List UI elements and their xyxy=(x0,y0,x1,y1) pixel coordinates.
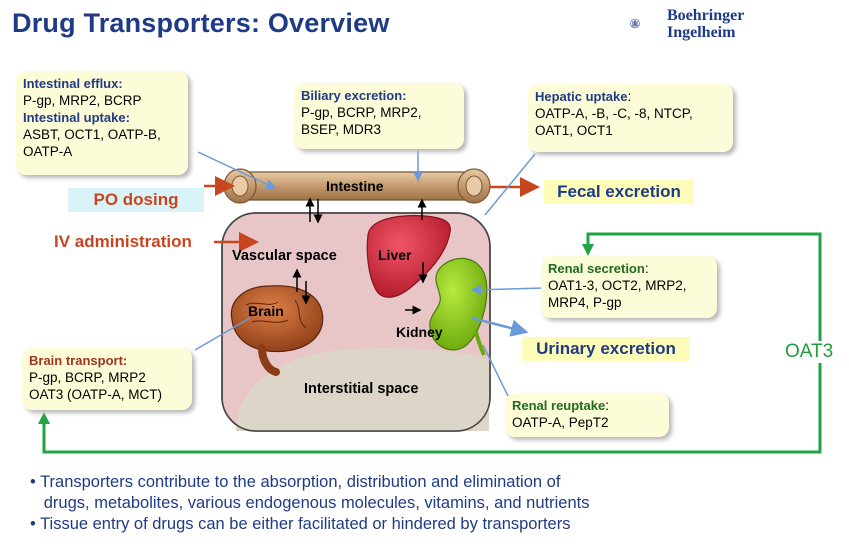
fecal-excretion-label: Fecal excretion xyxy=(544,180,694,204)
bullet-1-cont: drugs, metabolites, various endogenous m… xyxy=(30,494,590,512)
intestinal-efflux-head: Intestinal efflux: xyxy=(23,76,123,91)
hepatic-head: Hepatic uptake xyxy=(535,89,628,104)
intestinal-efflux-body: P-gp, MRP2, BCRP xyxy=(23,93,142,108)
intestinal-uptake-head: Intestinal uptake: xyxy=(23,110,130,125)
intestine-label: Intestine xyxy=(326,178,384,194)
logo-text: Boehringer Ingelheim xyxy=(667,7,744,41)
renal-reuptake-colon: : xyxy=(605,398,609,413)
hepatic-colon: : xyxy=(627,89,632,104)
brain-line2: OAT3 (OATP-A, MCT) xyxy=(29,387,162,402)
brain-label: Brain xyxy=(248,303,284,319)
renal-reuptake-body: OATP-A, PepT2 xyxy=(512,415,609,430)
brain-icon xyxy=(230,285,324,376)
logo-line2: Ingelheim xyxy=(667,24,736,41)
kidney-label: Kidney xyxy=(396,324,443,340)
hepatic-body: OATP-A, -B, -C, -8, NTCP, OAT1, OCT1 xyxy=(535,106,693,138)
interstitial-space-area xyxy=(236,348,489,431)
renal-reuptake-head: Renal reuptake xyxy=(512,398,606,413)
vascular-space-label: Vascular space xyxy=(232,248,337,264)
liver-label: Liver xyxy=(378,247,412,263)
po-dosing-label: PO dosing xyxy=(68,188,204,212)
liver-icon xyxy=(366,215,451,298)
boehringer-logo-icon xyxy=(630,18,640,29)
note-renal-secretion: Renal secretion: OAT1-3, OCT2, MRP2, MRP… xyxy=(541,256,717,318)
oat3-label: OAT3 xyxy=(782,341,837,363)
biliary-body: P-gp, BCRP, MRP2, BSEP, MDR3 xyxy=(301,105,422,137)
brain-head: Brain transport: xyxy=(29,353,128,368)
note-biliary: Biliary excretion: P-gp, BCRP, MRP2, BSE… xyxy=(294,83,464,149)
biliary-head: Biliary excretion: xyxy=(301,88,407,103)
bullet-list: • Transporters contribute to the absorpt… xyxy=(30,472,589,535)
bullet-2: • Tissue entry of drugs can be either fa… xyxy=(30,515,571,533)
kidney-icon xyxy=(429,257,488,351)
note-intestinal: Intestinal efflux: P-gp, MRP2, BCRP Inte… xyxy=(16,71,188,175)
intestinal-uptake-body: ASBT, OCT1, OATP-B, OATP-A xyxy=(23,127,161,159)
renal-secretion-colon: : xyxy=(644,261,649,276)
note-hepatic: Hepatic uptake: OATP-A, -B, -C, -8, NTCP… xyxy=(528,84,733,152)
page-title: Drug Transporters: Overview xyxy=(12,8,390,38)
logo-line1: Boehringer xyxy=(667,7,745,24)
urinary-excretion-label: Urinary excretion xyxy=(522,337,690,361)
brain-line1: P-gp, BCRP, MRP2 xyxy=(29,370,146,385)
bullet-1: • Transporters contribute to the absorpt… xyxy=(30,473,561,491)
urinary-arrow xyxy=(471,316,529,337)
note-brain: Brain transport: P-gp, BCRP, MRP2 OAT3 (… xyxy=(22,348,192,410)
note-renal-reuptake: Renal reuptake: OATP-A, PepT2 xyxy=(505,393,669,437)
renal-secretion-body: OAT1-3, OCT2, MRP2, MRP4, P-gp xyxy=(548,278,687,310)
iv-administration-label: IV administration xyxy=(54,232,192,251)
renal-secretion-head: Renal secretion xyxy=(548,261,645,276)
interstitial-space-label: Interstitial space xyxy=(304,381,419,397)
